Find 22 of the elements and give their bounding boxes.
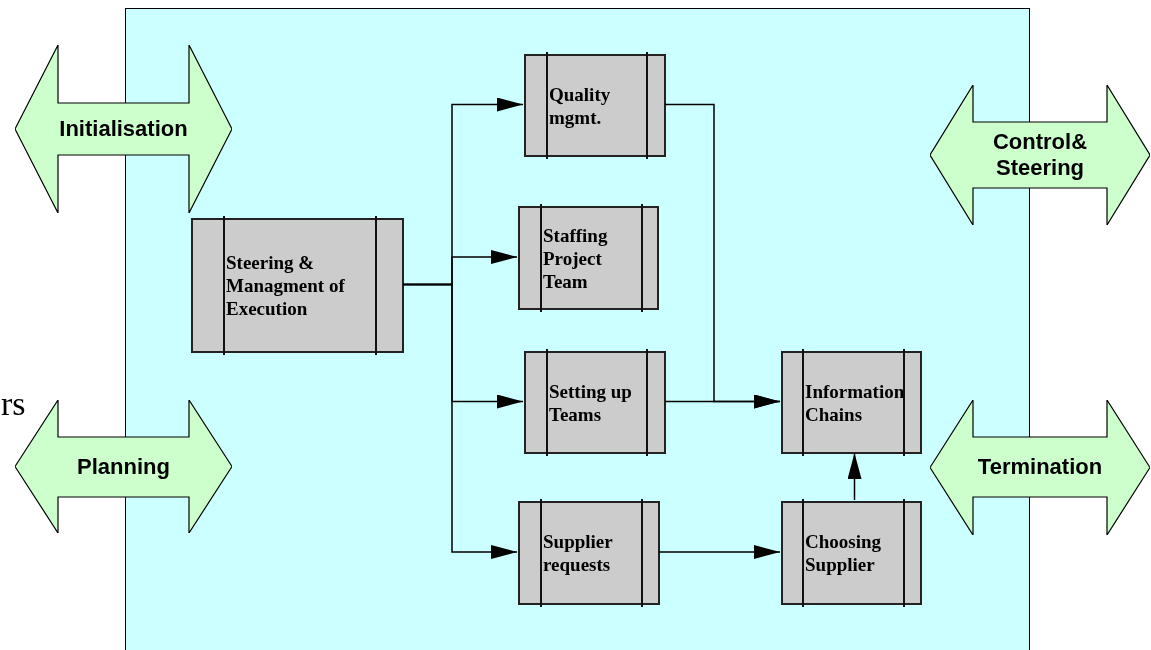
process-box [518, 501, 660, 605]
phase-label: Termination [977, 454, 1103, 480]
process-box [524, 54, 666, 157]
process-label: Setting up Teams [549, 379, 633, 426]
process-box [524, 351, 666, 454]
process-label: Choosing Supplier [805, 530, 883, 576]
cut-off-text: rs [1, 384, 26, 424]
arrow [664, 394, 781, 409]
process-label: Staffing Project Team [543, 223, 609, 293]
process-label: Supplier requests [543, 530, 614, 576]
process-box [781, 501, 922, 605]
process-box [518, 206, 659, 310]
process-label: Quality mgmt. [549, 82, 612, 129]
phase-label: Initialisation [59, 116, 188, 142]
process-box [191, 218, 404, 353]
arrow [658, 545, 781, 559]
process-label: Steering & Managment of Execution [226, 251, 346, 320]
phase-label: Planning [77, 454, 170, 480]
process-box [781, 351, 922, 454]
arrow [847, 452, 862, 501]
phase-label: Control& Steering [991, 129, 1089, 181]
arrow [402, 283, 518, 559]
